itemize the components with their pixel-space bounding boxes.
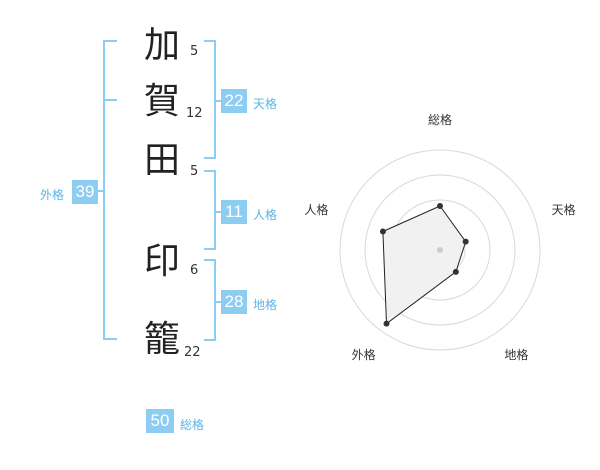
name-char-5: 籠 bbox=[143, 319, 180, 360]
name-char-4: 印 bbox=[143, 241, 180, 282]
tenkaku-badge: 22 bbox=[221, 89, 247, 113]
radar-point-2 bbox=[462, 238, 469, 245]
radar-axis-label-1: 総格 bbox=[428, 112, 452, 127]
radar-point-4 bbox=[383, 320, 390, 327]
chikaku-bracket bbox=[204, 259, 216, 341]
radar-ring-3 bbox=[364, 174, 516, 326]
radar-axis-label-5: 人格 bbox=[304, 202, 328, 217]
gaikaku-bracket-mid-tick bbox=[103, 99, 117, 101]
name-char-2: 賀 bbox=[143, 81, 180, 122]
radar-ring-4 bbox=[339, 149, 541, 351]
gaikaku-badge: 39 bbox=[72, 180, 98, 204]
radar-point-5 bbox=[379, 228, 386, 235]
radar-axis-label-4: 外格 bbox=[352, 347, 376, 362]
name-char-1: 加 bbox=[143, 25, 180, 66]
chikaku-badge: 28 bbox=[221, 290, 247, 314]
soukaku-badge: 50 bbox=[146, 409, 174, 433]
tenkaku-label: 天格 bbox=[253, 97, 278, 111]
radar-points bbox=[379, 203, 469, 327]
radar-center-dot bbox=[437, 247, 443, 253]
name-char-3: 田 bbox=[143, 140, 180, 181]
tenkaku-bracket-tick bbox=[215, 100, 223, 102]
radar-axis-label-2: 天格 bbox=[552, 202, 576, 217]
chikaku-bracket-tick bbox=[215, 301, 223, 303]
stroke-count-2: 12 bbox=[186, 106, 203, 121]
stroke-count-5: 22 bbox=[184, 345, 201, 360]
radar-point-1 bbox=[437, 203, 443, 209]
gaikaku-bracket-tick bbox=[96, 190, 104, 192]
jinkaku-label: 人格 bbox=[253, 208, 278, 222]
chikaku-label: 地格 bbox=[253, 298, 278, 312]
radar-axis-label-3: 地格 bbox=[504, 347, 528, 362]
soukaku-label: 総格 bbox=[180, 418, 205, 432]
jinkaku-bracket bbox=[204, 170, 216, 250]
jinkaku-badge: 11 bbox=[221, 200, 247, 224]
stroke-count-4: 6 bbox=[190, 263, 199, 278]
tenkaku-bracket bbox=[204, 40, 216, 159]
jinkaku-bracket-tick bbox=[215, 211, 223, 213]
gaikaku-label: 外格 bbox=[40, 188, 65, 202]
stroke-count-3: 5 bbox=[190, 164, 199, 179]
stroke-count-1: 5 bbox=[190, 44, 199, 59]
gaikaku-bracket bbox=[103, 40, 117, 340]
radar-point-3 bbox=[452, 268, 459, 275]
radar-area bbox=[382, 205, 467, 325]
